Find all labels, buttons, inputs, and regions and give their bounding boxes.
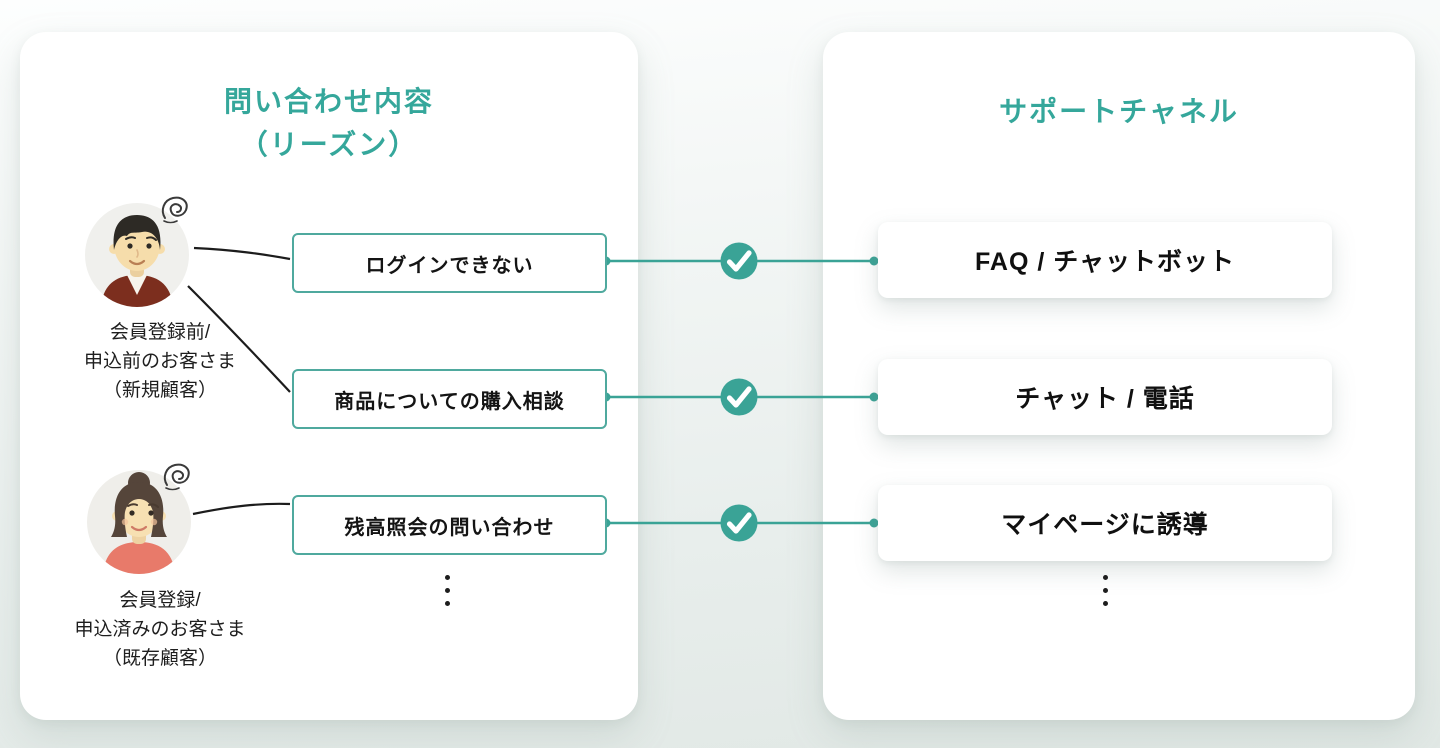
persona-label-line: 申込前のお客さま	[83, 351, 236, 372]
check-icon	[720, 242, 758, 280]
ellipsis-dot	[1102, 575, 1108, 580]
more-reasons-ellipsis	[444, 575, 450, 606]
check-icon	[720, 378, 758, 416]
ellipsis-dot	[444, 601, 450, 606]
reason-box-balance-inquiry: 残高照会の問い合わせ	[292, 495, 607, 555]
ellipsis-dot	[1102, 588, 1108, 593]
check-icon	[720, 504, 758, 542]
more-channels-ellipsis	[1102, 575, 1108, 606]
persona-label-line: 会員登録/	[119, 590, 201, 611]
persona-label-line: （新規顧客）	[102, 380, 217, 401]
channel-box-mypage: マイページに誘導	[878, 485, 1332, 561]
channel-box-chat-phone: チャット / 電話	[878, 359, 1332, 435]
persona-new-customer-label: 会員登録前/ 申込前のお客さま （新規顧客）	[40, 318, 280, 405]
female-avatar	[87, 470, 191, 574]
persona-existing-customer	[87, 463, 191, 574]
persona-existing-customer-label: 会員登録/ 申込済みのお客さま （既存顧客）	[40, 586, 280, 673]
left-card-title-line1: 問い合わせ内容	[223, 86, 434, 117]
ellipsis-dot	[444, 588, 450, 593]
reason-box-purchase-consult: 商品についての購入相談	[292, 369, 607, 429]
left-card-title: 問い合わせ内容 （リーズン）	[20, 80, 638, 167]
ellipsis-dot	[1102, 601, 1108, 606]
confusion-scribble-icon	[161, 196, 188, 224]
confusion-scribble-icon	[163, 463, 190, 491]
male-avatar	[85, 203, 189, 307]
persona-label-line: 申込済みのお客さま	[74, 619, 246, 640]
left-card-title-line2: （リーズン）	[239, 129, 419, 161]
persona-label-line: 会員登録前/	[109, 322, 211, 343]
ellipsis-dot	[444, 575, 450, 580]
right-card-title: サポートチャネル	[999, 96, 1239, 127]
reason-box-login: ログインできない	[292, 233, 607, 293]
persona-label-line: （既存顧客）	[102, 648, 217, 669]
persona-new-customer	[85, 196, 189, 307]
channel-box-faq-chatbot: FAQ / チャットボット	[878, 222, 1332, 298]
